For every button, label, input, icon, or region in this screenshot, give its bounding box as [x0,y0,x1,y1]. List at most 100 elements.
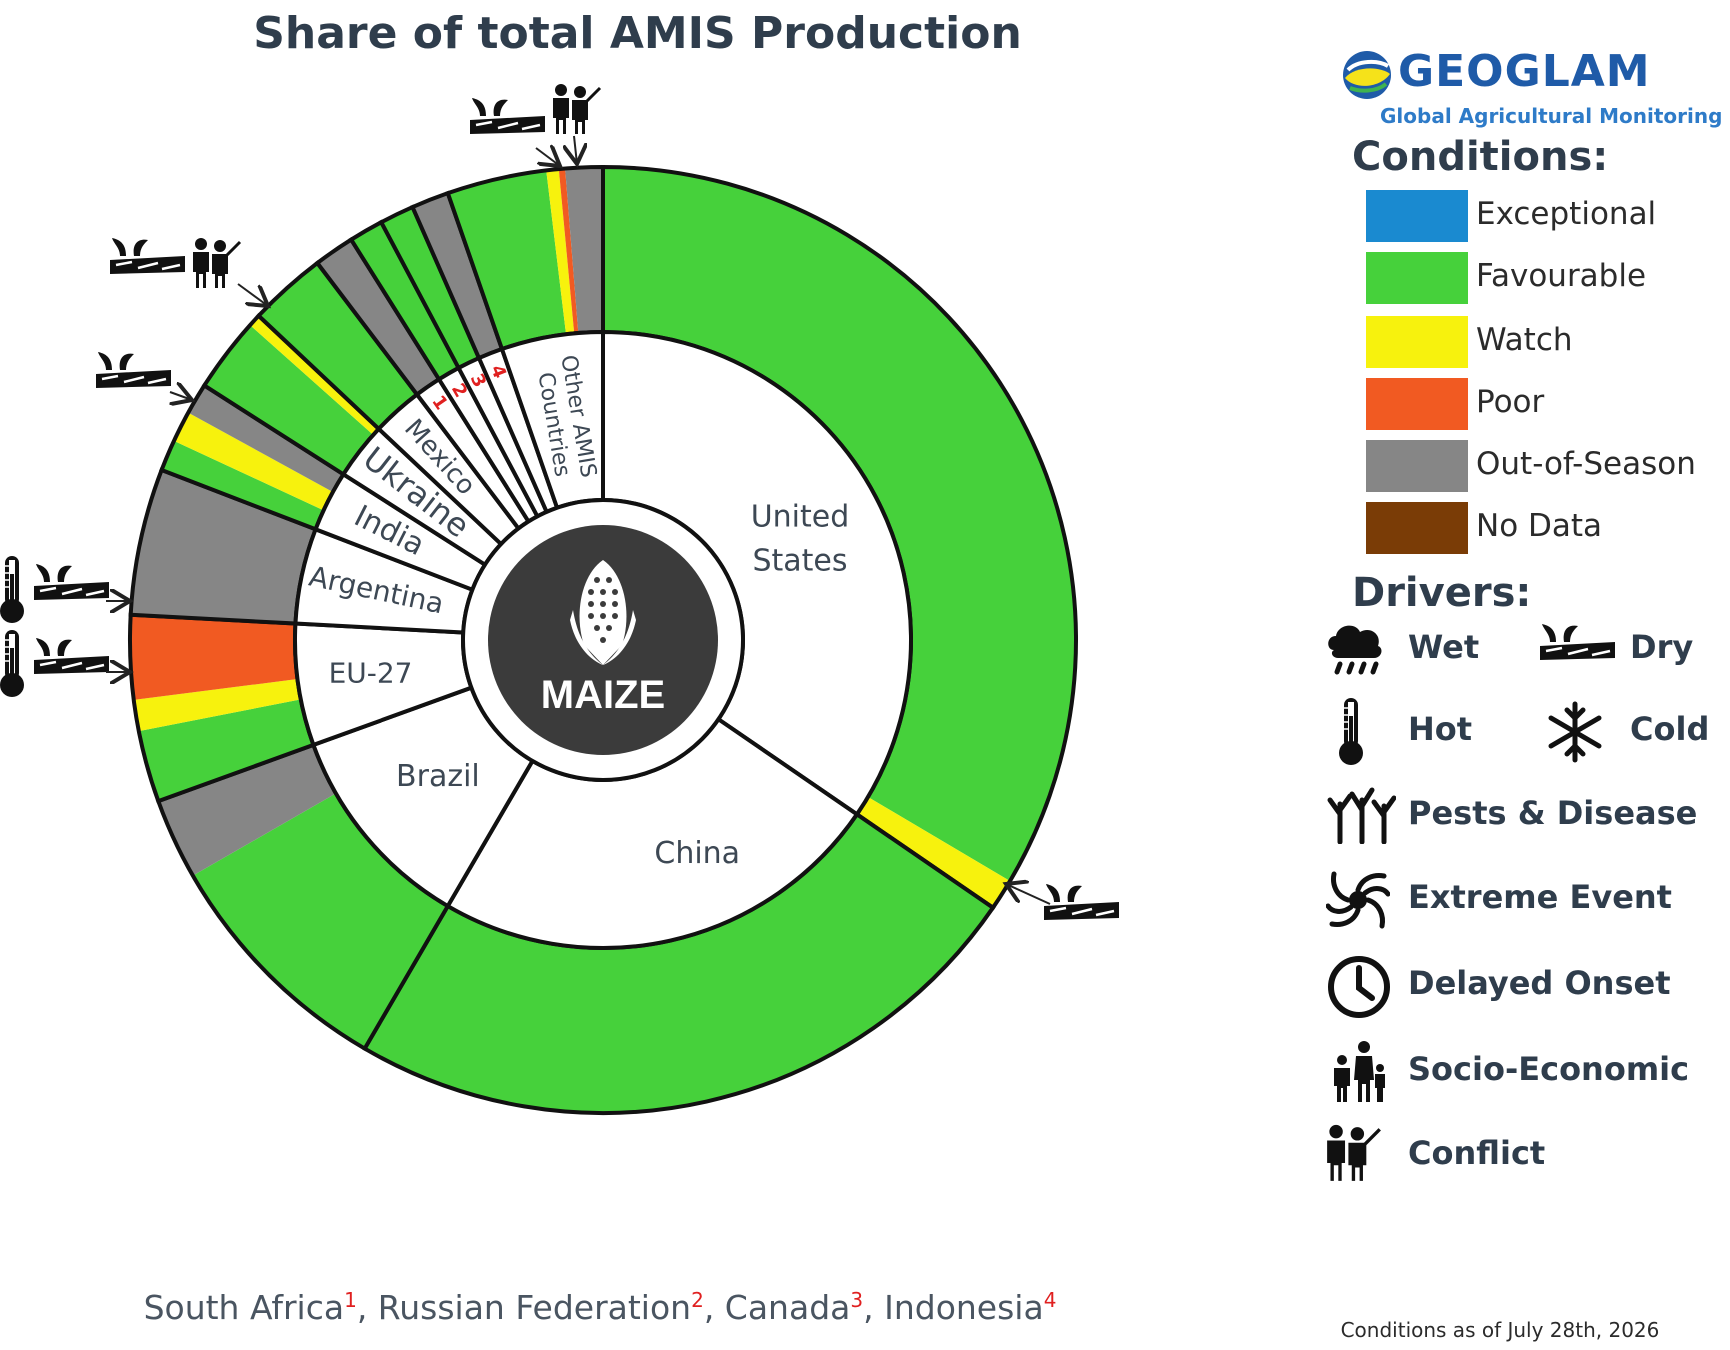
legend-item-poor: Poor [1366,378,1726,430]
legend-driver-pests-disease: Pests & Disease [1326,784,1706,844]
legend-label: Socio-Economic [1408,1050,1690,1088]
legend-swatch [1366,316,1468,368]
legend-driver-dry: Dry [1540,618,1730,678]
footnote-number: 4 [1043,1288,1057,1312]
country-label: States [752,544,847,579]
pointer-arrow [237,283,268,306]
legend-label: Wet [1408,628,1480,666]
legend-label: Watch [1476,322,1573,358]
conflict-icon [551,82,602,136]
drivers-heading: Drivers: [1352,570,1532,616]
socio-economic-icon [1334,1041,1385,1102]
condition-segment [188,385,344,492]
legend-driver-socio-economic: Socio-Economic [1326,1040,1706,1102]
legend-label: Conflict [1408,1134,1546,1172]
hot-icon [0,629,25,698]
condition-segment [364,814,993,1113]
dry-icon [468,96,547,136]
conditions-date: Conditions as of July 28th, 2026 [1340,1318,1660,1342]
conflict-icon [191,236,242,290]
legend-label: No Data [1476,508,1603,544]
footnote-separator: , [863,1288,885,1327]
dry-icon [32,562,111,602]
condition-segment [317,239,440,395]
condition-segment [250,315,379,435]
legend-label: Dry [1630,628,1694,666]
condition-segment [130,470,316,624]
logo-subtitle: Global Agricultural Monitoring [1380,104,1723,128]
footnote-country: Russian Federation [377,1288,692,1327]
footnote-separator: , [356,1288,378,1327]
legend-driver-hot: Hot [1326,698,1526,766]
condition-segment [856,796,1010,908]
legend-swatch [1366,252,1468,304]
footnote-country: Indonesia [884,1288,1044,1327]
legend-label: Out-of-Season [1476,446,1696,482]
globe-logo-icon [1343,51,1391,99]
dry-icon [32,636,111,676]
country-ring [293,329,913,950]
hot-icon [1338,698,1364,766]
condition-segment [412,193,502,359]
legend-driver-cold: Cold [1540,700,1730,763]
driver-markers [0,82,1121,922]
pointer-arrow [574,135,577,164]
dry-icon [94,350,173,390]
legend-label: Cold [1630,710,1710,748]
condition-segment [129,614,298,700]
logo-word: GEOGLAM [1398,46,1651,97]
condition-segment [138,699,314,802]
legend-item-no-data: No Data [1366,502,1726,554]
conditions-heading: Conditions: [1352,134,1609,180]
legend-label: Pests & Disease [1408,794,1698,832]
condition-segment [603,167,1076,882]
condition-segment [158,744,336,876]
delayed-onset-icon [1328,956,1390,1018]
legend-item-exceptional: Exceptional [1366,190,1726,242]
legend-item-favourable: Favourable [1366,252,1726,304]
legend-label: Exceptional [1476,196,1657,232]
footnote-number: 2 [691,1288,704,1312]
center-label: MAIZE [541,673,665,717]
condition-segment [133,679,301,732]
footnote-number: 1 [344,1288,357,1312]
dry-icon [1540,624,1617,662]
legend-driver-delayed-onset: Delayed Onset [1326,954,1706,1018]
donut-chart: UnitedStatesChinaBrazilEU-27ArgentinaInd… [0,82,1121,1115]
country-label: United [751,500,850,535]
country-label: Brazil [396,759,480,794]
pointer-arrow [170,392,192,400]
legend-driver-conflict: Conflict [1326,1124,1706,1184]
legend-swatch [1366,190,1468,242]
condition-segment [546,169,575,335]
legend-swatch [1366,378,1468,430]
legend-driver-extreme-event: Extreme Event [1326,868,1706,929]
footnote-country: South Africa [143,1288,345,1327]
footnote-number: 3 [850,1288,864,1312]
cold-icon [1548,701,1602,763]
maize-center: MAIZE [461,498,745,782]
legend-swatch [1366,440,1468,492]
maize-cob-icon [570,560,636,665]
condition-segment [447,170,567,350]
legend-driver-wet: Wet [1326,618,1526,678]
condition-segment [558,168,579,334]
pests-disease-icon [1327,787,1396,844]
legend: GEOGLAM Global Agricultural Monitoring C… [1300,38,1730,1338]
condition-segment [258,262,418,429]
legend-label: Extreme Event [1408,878,1672,916]
condition-segment [173,412,333,511]
country-label: China [654,836,740,871]
dry-icon [108,236,187,276]
legend-label: Favourable [1476,258,1647,294]
footnote-country: Canada [724,1288,851,1327]
footnote-separator: , [703,1288,725,1327]
condition-segment [565,167,603,333]
condition-segment [351,222,459,380]
footnote: South Africa1, Russian Federation2, Cana… [0,1288,1200,1327]
dry-icon [1042,882,1121,922]
wet-icon [1328,625,1382,675]
extreme-event-icon [1326,871,1390,929]
legend-item-out-of-season: Out-of-Season [1366,440,1726,492]
condition-segment [381,207,479,368]
